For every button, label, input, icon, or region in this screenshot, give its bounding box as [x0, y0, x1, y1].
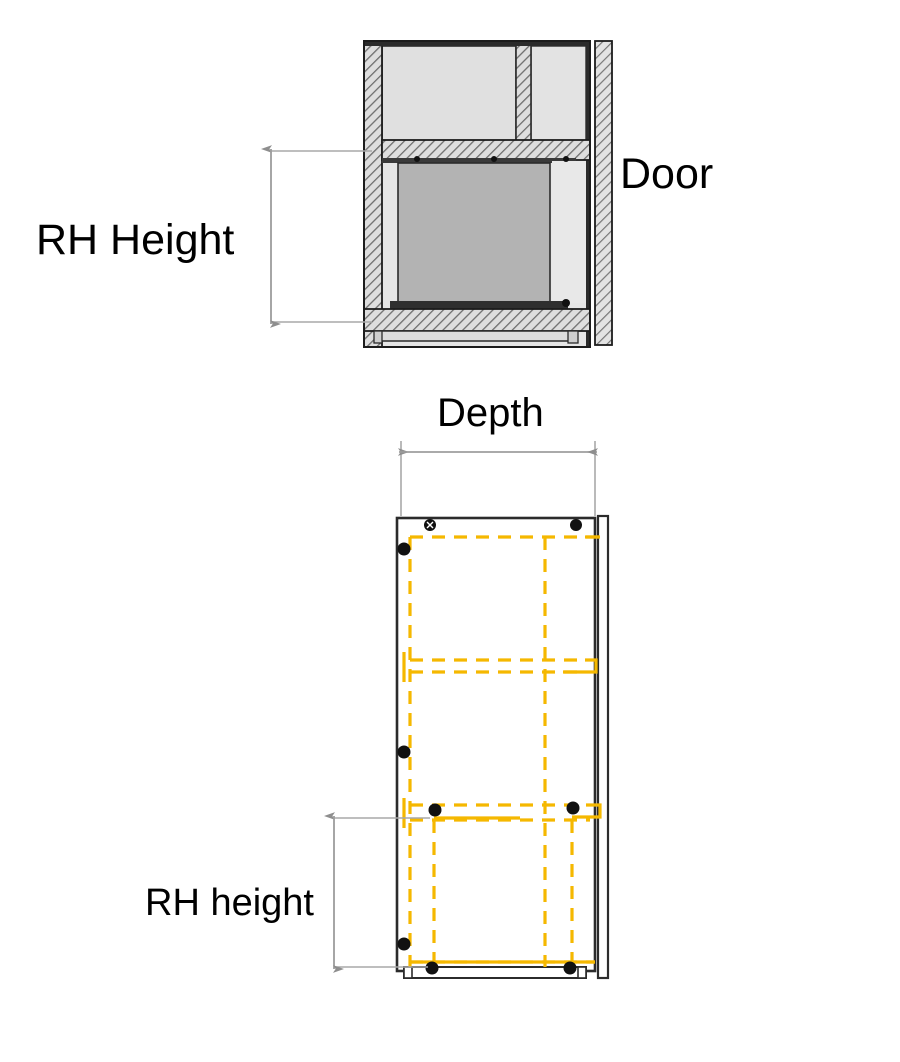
side-carcass-outline — [395, 516, 597, 973]
plinth-left-foot — [373, 330, 383, 344]
hinge-dot — [425, 961, 439, 975]
plinth-right-foot — [567, 330, 579, 344]
door-panel — [594, 40, 613, 346]
shelf-hook-lower — [572, 803, 602, 819]
carcass-outline — [363, 40, 591, 348]
upper-right-panel — [530, 45, 587, 142]
hinge-dot — [397, 542, 411, 556]
right-inner-gap — [552, 161, 586, 303]
appliance-base-bar — [390, 301, 568, 309]
upper-left-panel — [381, 45, 517, 142]
hinge-dot — [397, 937, 411, 951]
hidden-solid-segments — [410, 535, 602, 964]
dimension-rh-height-top: RH Height — [36, 145, 372, 328]
fixing-dot — [563, 156, 569, 162]
right-side-wall — [586, 41, 590, 347]
hinge-cross-marker — [426, 521, 434, 529]
hinge-dot — [428, 803, 442, 817]
hinge-dot — [563, 961, 577, 975]
door-label: Door — [620, 150, 713, 198]
top-rail — [364, 41, 590, 46]
appliance-panel — [397, 162, 551, 304]
shelf-front-lip — [382, 158, 576, 163]
mid-shelf — [381, 139, 591, 161]
hinge-dot — [566, 801, 580, 815]
dimension-rh-height-bottom: RH height — [145, 812, 430, 973]
plinth — [379, 330, 577, 342]
fixing-dot — [562, 299, 570, 307]
front-section-view — [363, 40, 613, 348]
shelf-hook-upper — [563, 658, 598, 674]
fixing-dot — [414, 156, 420, 162]
rh-height-top-label: RH Height — [36, 216, 234, 264]
left-side-wall — [363, 40, 383, 348]
side-plinth-left-foot — [403, 966, 413, 979]
rh-height-bottom-label: RH height — [145, 882, 314, 924]
dimension-depth: Depth — [398, 391, 598, 516]
bottom-base-rail — [363, 308, 591, 332]
side-elevation-view — [395, 514, 610, 980]
depth-label: Depth — [437, 391, 544, 435]
hinge-dot — [570, 519, 582, 531]
side-door-panel — [596, 514, 610, 980]
upper-divider-wall — [515, 43, 532, 143]
side-plinth-right-foot — [577, 966, 587, 979]
fixing-dot — [491, 156, 497, 162]
hinge-dot — [397, 745, 411, 759]
